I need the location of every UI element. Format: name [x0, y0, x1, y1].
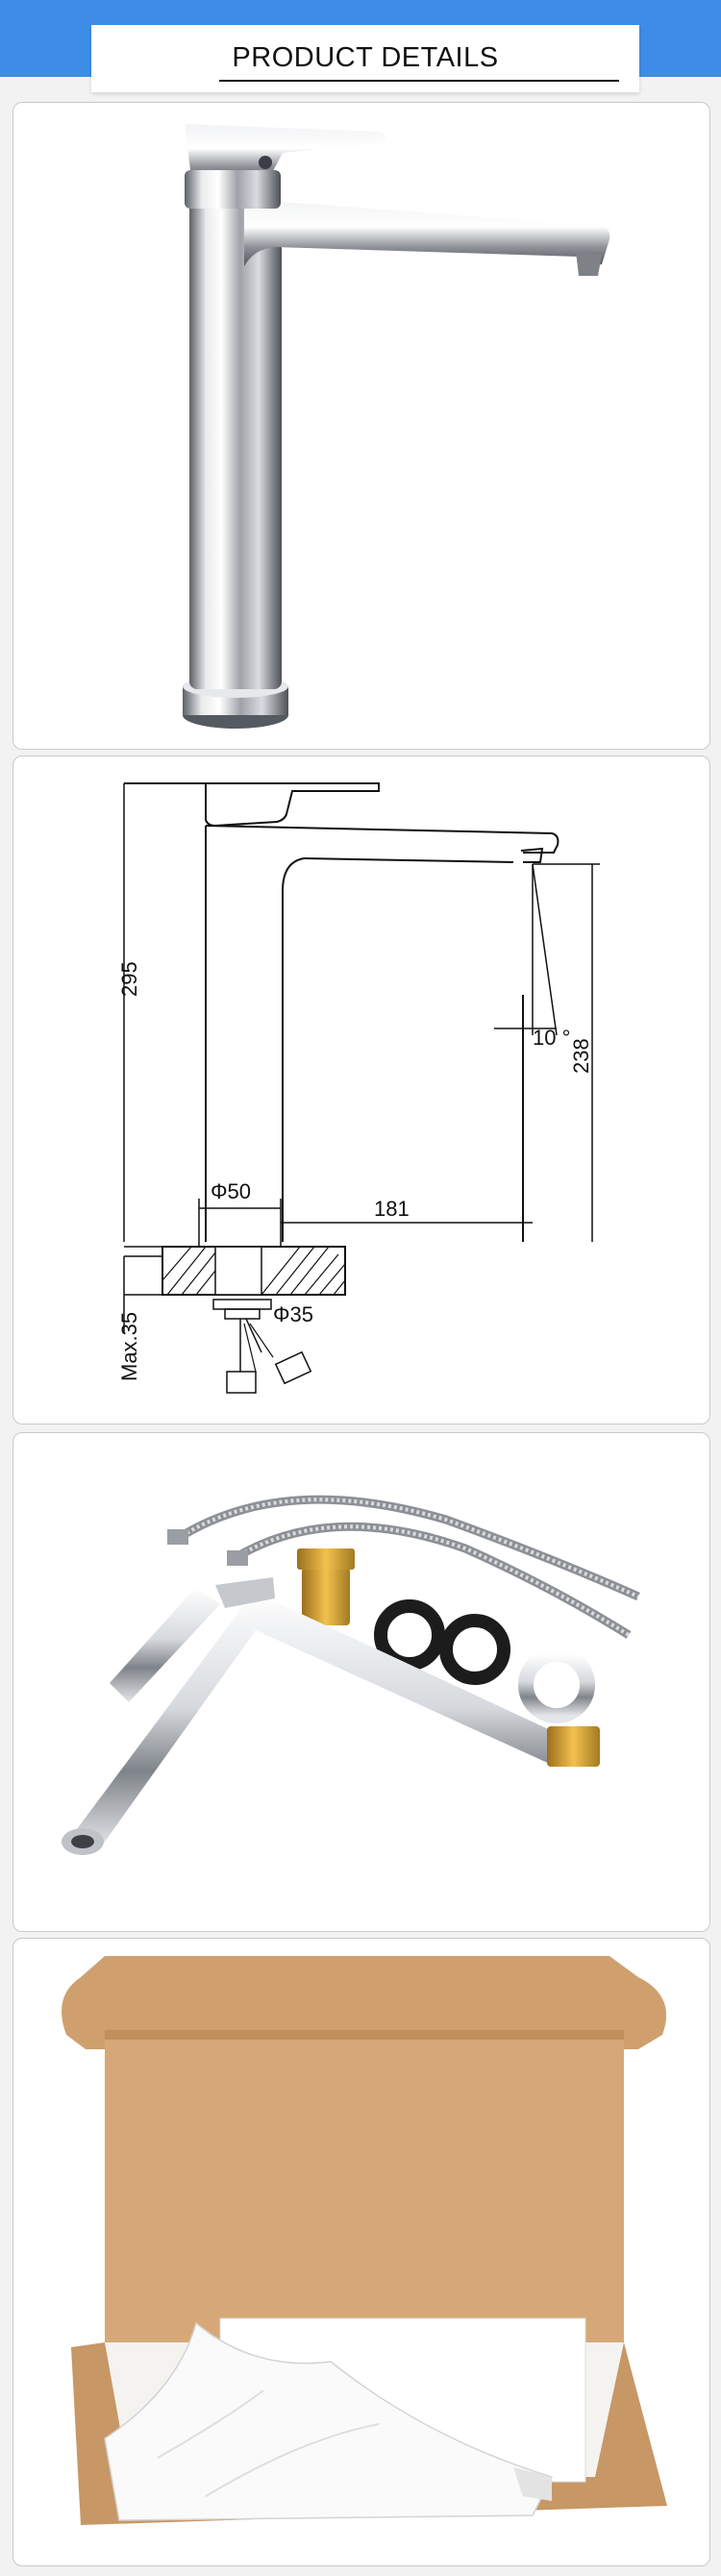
faucet-photo [183, 124, 610, 729]
dimension-drawing: 295 238 10 ° Φ50 181 Φ35 Max.35 [117, 782, 600, 1394]
thread-diameter-label: Φ35 [273, 1302, 313, 1326]
page-title: PRODUCT DETAILS [232, 42, 499, 73]
header-title-box: PRODUCT DETAILS [91, 25, 639, 92]
reach-label: 181 [374, 1197, 410, 1221]
product-photo-panel [12, 102, 710, 750]
max-deck-label: Max.35 [117, 1312, 141, 1381]
height-label: 295 [117, 961, 141, 997]
base-diameter-label: Φ50 [211, 1179, 251, 1203]
components-photo [62, 1495, 640, 1855]
title-underline [219, 80, 619, 82]
technical-drawing-panel: 295 238 10 ° Φ50 181 Φ35 Max.35 [12, 755, 710, 1424]
angle-label: 10 ° [533, 1026, 570, 1050]
packaging-panel [12, 1938, 710, 2566]
box-photo [62, 1956, 667, 2525]
spout-height-label: 238 [569, 1038, 593, 1074]
components-panel [12, 1432, 710, 1932]
